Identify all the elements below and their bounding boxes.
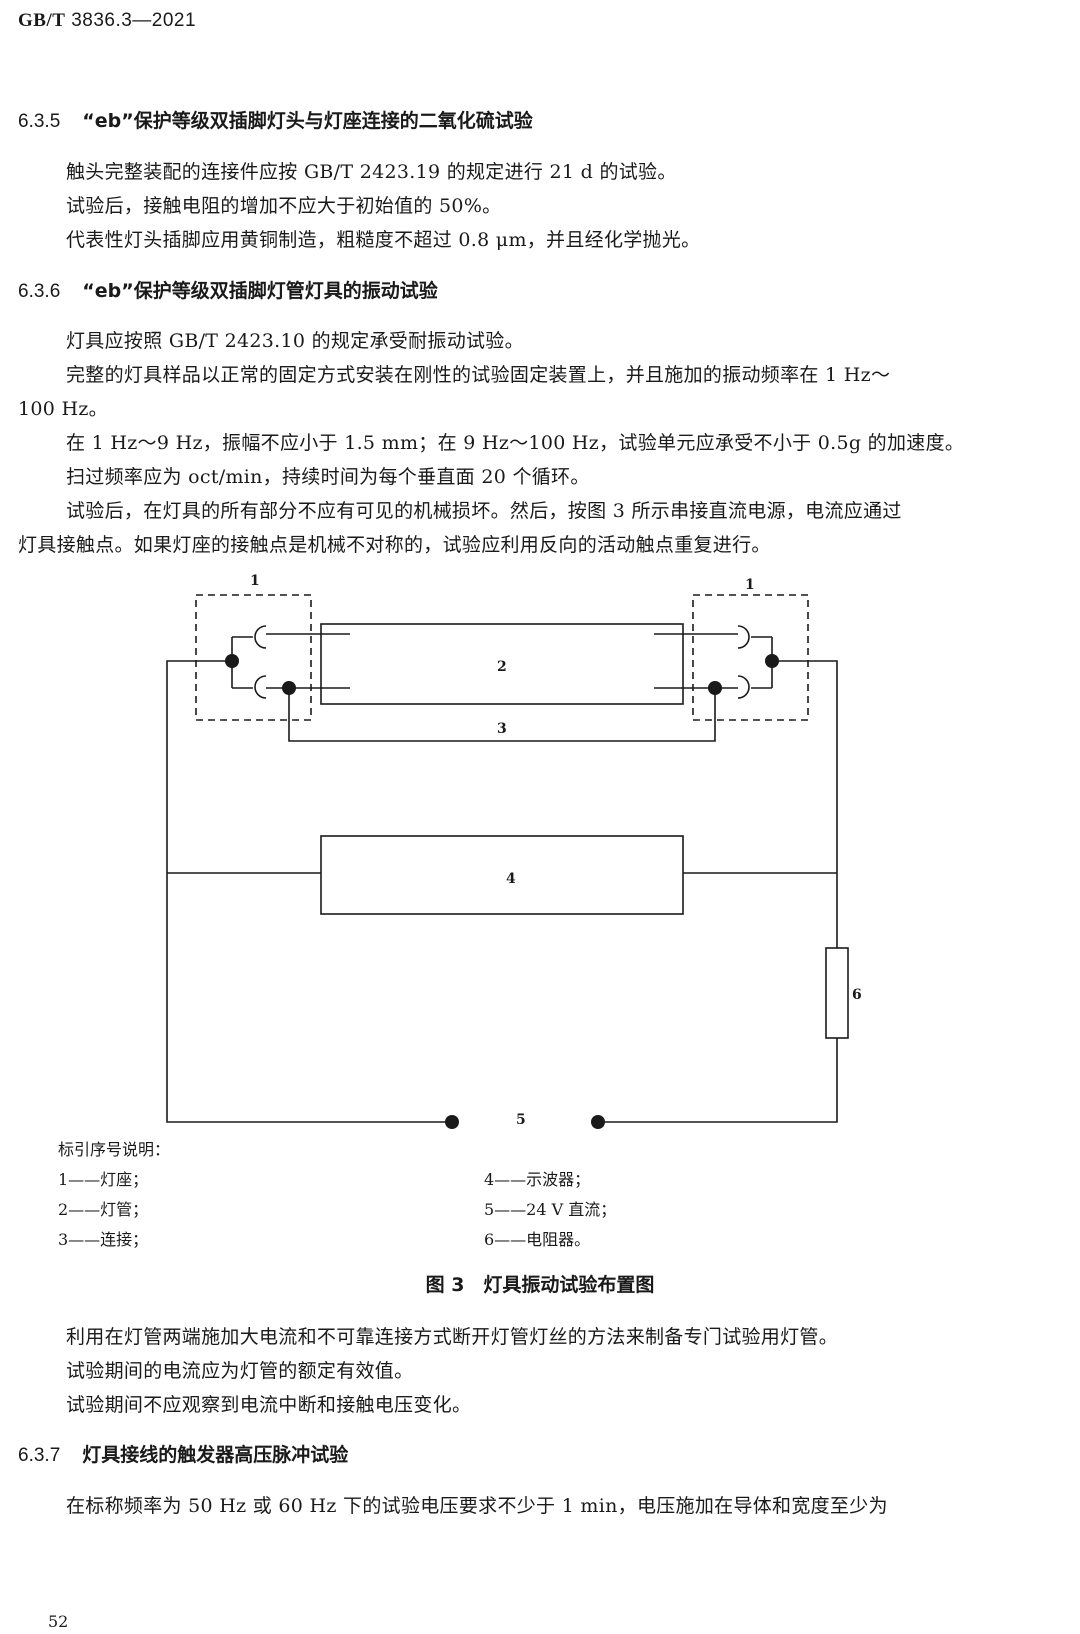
- oscilloscope-box: [320, 835, 684, 915]
- paragraph: 试验期间不应观察到电流中断和接触电压变化。: [66, 1394, 472, 1416]
- label-1-left: 1: [250, 573, 260, 589]
- right-node-upper: [765, 654, 779, 668]
- right-lampholder-box: [692, 594, 809, 721]
- paragraph: 利用在灯管两端施加大电流和不可靠连接方式断开灯管灯丝的方法来制备专门试验用灯管。: [66, 1326, 839, 1348]
- label-3: 3: [497, 721, 507, 737]
- paragraph: 试验后，接触电阻的增加不应大于初始值的 50%。: [66, 195, 502, 217]
- paragraph: 灯具接触点。如果灯座的接触点是机械不对称的，试验应利用反向的活动触点重复进行。: [18, 534, 771, 556]
- section-number: 6.3.5: [18, 111, 61, 132]
- section-title: 灯具接线的触发器高压脉冲试验: [82, 1444, 349, 1466]
- left-contact-upper: [254, 625, 267, 649]
- left-node-lower: [282, 681, 296, 695]
- legend-item: 5——24 V 直流；: [484, 1200, 617, 1219]
- legend-title: 标引序号说明：: [58, 1140, 171, 1159]
- dc-terminal-left: [445, 1115, 459, 1129]
- standard-number: 3836.3—2021: [71, 10, 197, 31]
- legend-item: 3——连接；: [58, 1230, 149, 1249]
- section-title: “eb”保护等级双插脚灯管灯具的振动试验: [82, 280, 438, 302]
- legend-item: 2——灯管；: [58, 1200, 149, 1219]
- left-contact-lower: [254, 675, 267, 699]
- section-635-heading: 6.3.5 “eb”保护等级双插脚灯头与灯座连接的二氧化硫试验: [18, 106, 533, 133]
- label-6: 6: [852, 987, 862, 1003]
- right-contact-upper: [737, 625, 750, 649]
- resistor-box: [825, 947, 849, 1039]
- dc-terminal-right: [591, 1115, 605, 1129]
- standard-header: GB/T 3836.3—2021: [18, 10, 196, 32]
- paragraph: 扫过频率应为 oct/min，持续时间为每个垂直面 20 个循环。: [66, 466, 590, 488]
- paragraph: 触头完整装配的连接件应按 GB/T 2423.19 的规定进行 21 d 的试验…: [66, 161, 677, 183]
- paragraph: 100 Hz。: [18, 398, 108, 420]
- legend-item: 1——灯座；: [58, 1170, 149, 1189]
- standard-code: GB/T: [18, 10, 66, 31]
- left-outer-wire: [166, 660, 452, 1123]
- figure-caption: 图 3 灯具振动试验布置图: [425, 1274, 655, 1296]
- left-node-upper: [225, 654, 239, 668]
- section-number: 6.3.7: [18, 1445, 61, 1466]
- legend-item: 4——示波器；: [484, 1170, 591, 1189]
- label-2: 2: [497, 659, 507, 675]
- paragraph: 代表性灯头插脚应用黄铜制造，粗糙度不超过 0.8 μm，并且经化学抛光。: [66, 229, 701, 251]
- section-title: “eb”保护等级双插脚灯头与灯座连接的二氧化硫试验: [82, 110, 533, 132]
- tube-box: [320, 623, 684, 705]
- paragraph: 灯具应按照 GB/T 2423.10 的规定承受耐振动试验。: [66, 330, 524, 352]
- paragraph: 在 1 Hz～9 Hz，振幅不应小于 1.5 mm；在 9 Hz～100 Hz，…: [66, 432, 965, 454]
- right-node-lower: [708, 681, 722, 695]
- left-lampholder-box: [195, 594, 312, 721]
- right-contact-lower: [737, 675, 750, 699]
- section-636-heading: 6.3.6 “eb”保护等级双插脚灯管灯具的振动试验: [18, 276, 438, 303]
- paragraph: 完整的灯具样品以正常的固定方式安装在刚性的试验固定装置上，并且施加的振动频率在 …: [66, 364, 891, 386]
- right-outer-wire-top: [772, 660, 838, 948]
- section-637-heading: 6.3.7 灯具接线的触发器高压脉冲试验: [18, 1440, 348, 1467]
- vibration-test-circuit-diagram: 1 1 2 3 4 5 6: [166, 573, 862, 1129]
- legend-item: 6——电阻器。: [484, 1230, 591, 1249]
- connection-wire: [288, 688, 716, 742]
- paragraph: 在标称频率为 50 Hz 或 60 Hz 下的试验电压要求不少于 1 min，电…: [66, 1495, 888, 1517]
- label-1-right: 1: [745, 577, 755, 593]
- label-4: 4: [506, 871, 516, 887]
- label-5: 5: [516, 1112, 526, 1128]
- right-outer-wire-bottom: [598, 1038, 838, 1123]
- section-number: 6.3.6: [18, 281, 61, 302]
- paragraph: 试验后，在灯具的所有部分不应有可见的机械损坏。然后，按图 3 所示串接直流电源，…: [66, 500, 902, 522]
- paragraph: 试验期间的电流应为灯管的额定有效值。: [66, 1360, 414, 1382]
- page-number: 52: [48, 1612, 69, 1631]
